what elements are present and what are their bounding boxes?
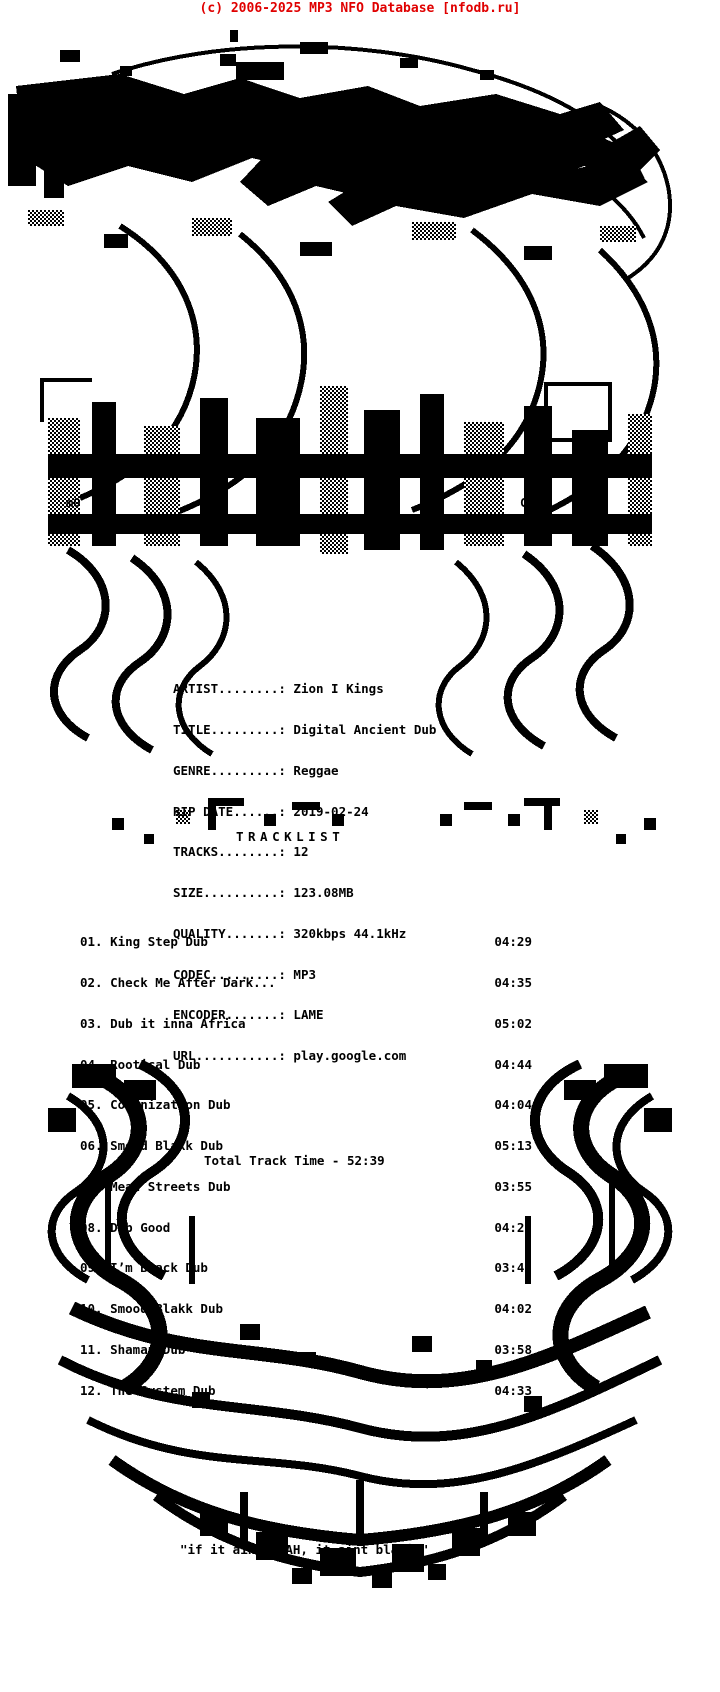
track-title: King Step Dub [110, 934, 208, 950]
track-number: 01. [80, 934, 103, 950]
info-value: LAME [293, 1007, 324, 1023]
info-label: GENRE.........: [173, 762, 286, 778]
track-number: 12. [80, 1382, 103, 1398]
info-value: 320kbps 44.1kHz [293, 925, 407, 941]
track-number: 02. [80, 974, 103, 990]
track-duration: 03:42 [494, 1260, 532, 1276]
info-label: RIP DATE......: [173, 803, 286, 819]
info-row: SIZE..........: 123.08MB [173, 886, 436, 900]
track-row: 02. Check Me After Dark... 04:35 [80, 976, 532, 990]
track-title: Check Me After Dark... [110, 974, 276, 990]
track-duration: 04:44 [494, 1056, 532, 1072]
info-row: QUALITY.......: 320kbps 44.1kHz [173, 927, 436, 941]
ascii-art-logo-bottom [0, 1060, 720, 1620]
track-row: 03. Dub it inna Africa 05:02 [80, 1015, 532, 1031]
info-row: RIP DATE......: 2019-02-24 [173, 803, 436, 819]
art-label-left: mO [66, 496, 81, 510]
info-row: CODEC.........: MP3 [173, 966, 436, 982]
info-value: Digital Ancient Dub [293, 721, 437, 737]
info-label: TITLE.........: [173, 721, 286, 737]
track-number: 06. [80, 1138, 103, 1154]
track-duration: 04:35 [494, 974, 532, 990]
info-label: QUALITY.......: [173, 925, 286, 941]
info-value: Reggae [293, 762, 339, 778]
info-label: CODEC.........: [173, 966, 286, 982]
info-row: GENRE.........: Reggae [173, 762, 436, 778]
info-row: ARTIST........: Zion I Kings [173, 682, 436, 696]
tracklist: 01. King Step Dub 04:29 02. Check Me Afte… [80, 908, 532, 1411]
info-label: ENCODER.......: [173, 1007, 286, 1023]
track-title: Smood Blakk Dub [110, 1301, 223, 1317]
info-value-url: play.google.com [293, 1048, 407, 1064]
ascii-art-logo-top [0, 26, 720, 886]
track-duration: 03:58 [494, 1342, 532, 1357]
track-row: 01. King Step Dub 04:29 [80, 935, 532, 949]
info-label: URL...........: [173, 1048, 286, 1064]
info-value: Zion I Kings [293, 681, 384, 697]
info-value: 123.08MB [293, 885, 354, 901]
info-row: ENCODER.......: LAME [173, 1008, 436, 1022]
track-duration: 04:29 [494, 934, 532, 950]
track-number: 03. [80, 1015, 103, 1031]
info-row: URL...........: play.google.com [173, 1049, 436, 1063]
track-number: 11. [80, 1342, 103, 1357]
track-title: Dub it inna Africa [110, 1015, 246, 1031]
info-value: 12 [293, 844, 309, 860]
info-value: 2019-02-24 [293, 803, 369, 819]
info-row: TITLE.........: Digital Ancient Dub [173, 723, 436, 737]
art-label-right: CRO [520, 496, 542, 510]
footer-quote: "if it aint -JAH, it aint blazin" [180, 1542, 429, 1557]
release-info-block: ARTIST........: Zion I Kings TITLE......… [173, 655, 436, 1076]
info-value: MP3 [293, 966, 316, 982]
tracklist-heading: TRACKLIST [236, 829, 345, 844]
track-duration: 04:02 [494, 1301, 532, 1317]
info-label: SIZE..........: [173, 885, 286, 901]
track-duration: 04:22 [494, 1219, 532, 1235]
track-duration: 04:04 [494, 1097, 532, 1113]
track-duration: 05:02 [494, 1015, 532, 1031]
info-row: TRACKS........: 12 [173, 845, 436, 859]
track-duration: 03:55 [494, 1178, 532, 1194]
track-duration: 05:13 [494, 1138, 532, 1154]
nfodb-copyright-banner: (c) 2006-2025 MP3 NFO Database [nfodb.ru… [199, 1, 521, 16]
total-track-time: Total Track Time - 52:39 [204, 1153, 385, 1168]
info-label: TRACKS........: [173, 844, 286, 860]
track-duration: 04:33 [494, 1382, 532, 1398]
info-label: ARTIST........: [173, 681, 286, 697]
